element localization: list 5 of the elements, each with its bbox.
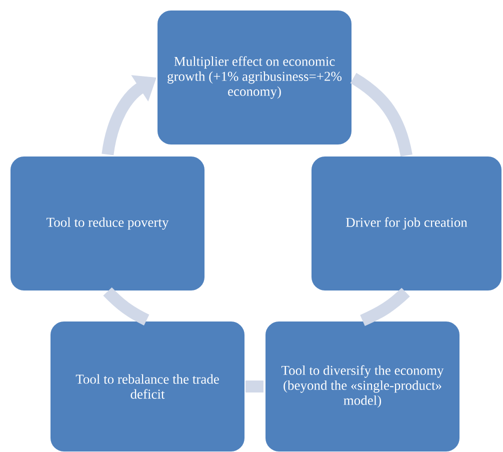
rounded-box: Tool to rebalance the trade deficit [50, 320, 246, 452]
rounded-box: Driver for job creation [310, 156, 502, 292]
rounded-box: Tool to reduce poverty [10, 156, 206, 292]
rounded-box: Multiplier effect on economic growth (+1% agribusiness=+2% economy) [156, 10, 352, 146]
rounded-box: Tool to diversify the economy (beyond the «single-product» model) [264, 320, 460, 452]
